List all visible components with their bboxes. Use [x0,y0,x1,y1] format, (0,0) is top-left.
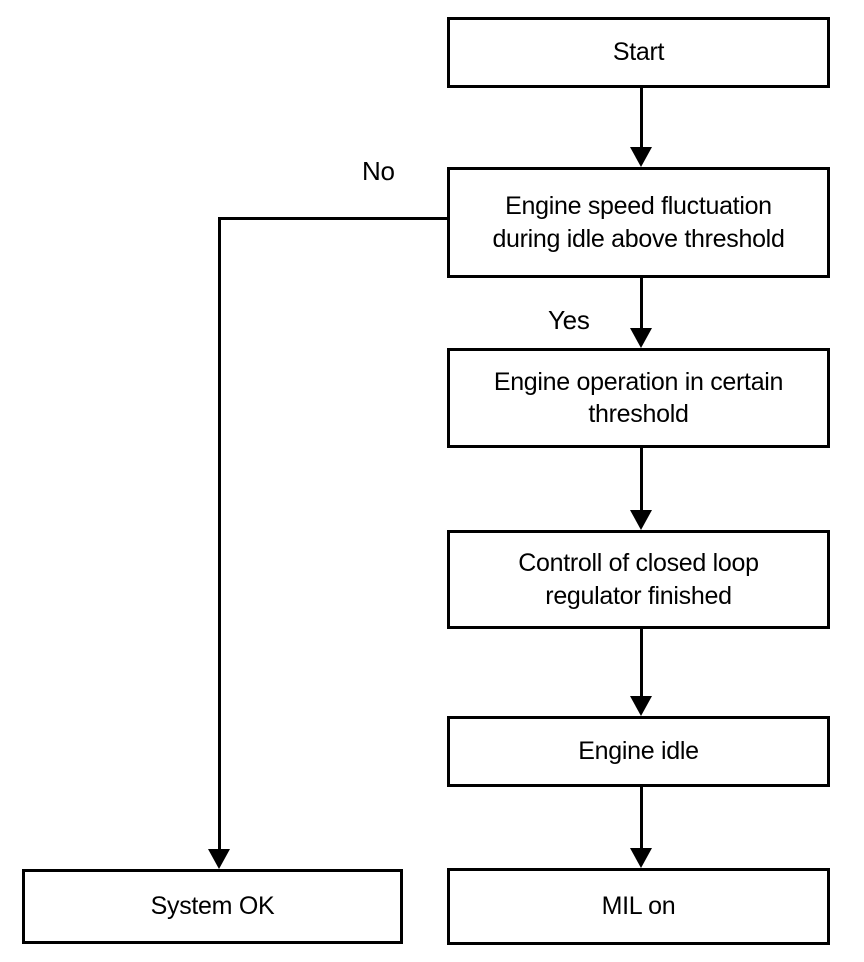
edge-label-yes: Yes [548,305,590,335]
edge-label-no: No [362,156,395,186]
connector-no-branch-horizontal-line [218,217,447,220]
node-system-ok-label: System OK [150,892,275,921]
connector-idle-to-mil-line [640,787,643,850]
connector-no-branch-vertical-line [218,217,221,851]
node-engine-idle: Engine idle [447,716,830,787]
node-system-ok: System OK [22,869,403,944]
node-mil-on-label: MIL on [601,892,676,921]
connector-controll-to-idle-line [640,629,643,698]
node-engine-speed-fluctuation-label: Engine speed fluctuation during idle abo… [492,192,785,253]
arrowhead-down-icon [630,848,652,868]
node-engine-idle-label: Engine idle [578,737,699,766]
node-controll-closed-loop: Controll of closed loop regulator finish… [447,530,830,629]
arrowhead-down-icon [630,510,652,530]
node-start-label: Start [612,38,665,67]
node-engine-operation-label: Engine operation in certain threshold [493,367,784,429]
node-engine-operation: Engine operation in certain threshold [447,348,830,448]
node-controll-closed-loop-label: Controll of closed loop regulator finish… [518,549,759,610]
arrowhead-down-icon [630,328,652,348]
node-engine-speed-fluctuation: Engine speed fluctuation during idle abo… [447,167,830,278]
connector-fluctuation-to-operation-line [640,278,643,330]
node-mil-on: MIL on [447,868,830,945]
arrowhead-down-icon [630,147,652,167]
arrowhead-down-icon [630,696,652,716]
node-start: Start [447,17,830,88]
arrowhead-down-icon [208,849,230,869]
connector-start-to-fluctuation-line [640,88,643,149]
connector-operation-to-controll-line [640,448,643,512]
